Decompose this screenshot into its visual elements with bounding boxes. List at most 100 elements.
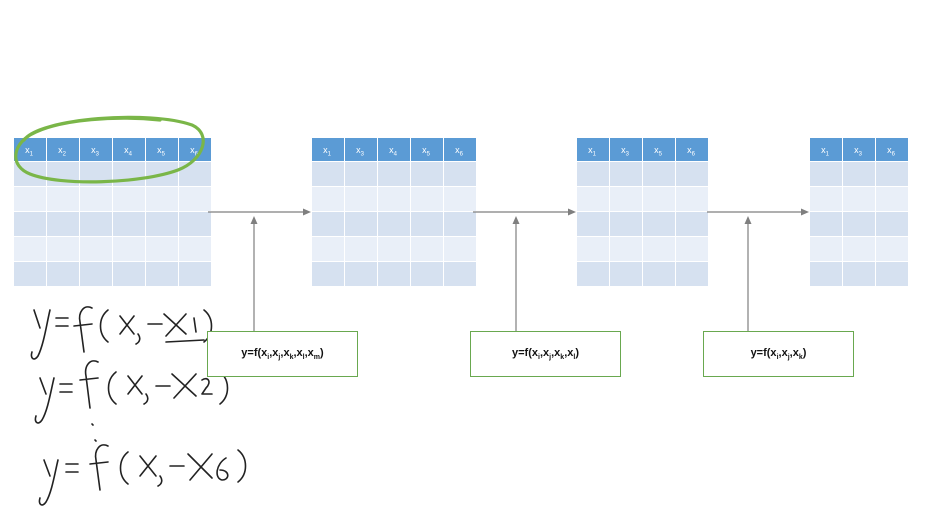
table-cell: [146, 187, 178, 211]
header-label-x5: x5: [422, 145, 431, 158]
handwritten-equations: [30, 306, 247, 506]
table-cell: [378, 187, 410, 211]
header-label-x3: x3: [356, 145, 365, 158]
table-cell: [843, 162, 875, 186]
formula-text-1: y=f(xi,xj,xk,xl,xm): [241, 346, 324, 362]
table-cell: [643, 187, 675, 211]
table-cell: [179, 237, 211, 261]
header-label-x1: x1: [323, 145, 332, 158]
table-cell: [810, 187, 842, 211]
table-cell: [345, 212, 377, 236]
header-label-x6: x6: [887, 145, 896, 158]
table-cell: [113, 187, 145, 211]
table-cell: [146, 212, 178, 236]
table-cell: [843, 212, 875, 236]
table-cell: [876, 212, 908, 236]
table-cell: [676, 187, 708, 211]
table-cell: [610, 187, 642, 211]
table-cell: [345, 187, 377, 211]
header-cell-x1: [810, 138, 842, 161]
table-cell: [610, 262, 642, 286]
header-label-x3: x3: [621, 145, 630, 158]
header-cell-x1: [577, 138, 609, 161]
table-cell: [179, 187, 211, 211]
table-cell: [610, 237, 642, 261]
header-label-x1: x1: [25, 145, 34, 158]
table-cell: [47, 262, 79, 286]
table-cell: [643, 237, 675, 261]
table-cell: [378, 237, 410, 261]
header-label-x2: x2: [58, 145, 67, 158]
header-cell-x4: [378, 138, 410, 161]
table-cell: [378, 162, 410, 186]
table-cell: [876, 162, 908, 186]
arrowhead-t2: [303, 208, 311, 216]
table-cell: [444, 187, 476, 211]
table-cell: [345, 162, 377, 186]
header-cell-x6: [444, 138, 476, 161]
continuation-dots: [91, 423, 97, 442]
table-cell: [876, 237, 908, 261]
table-cell: [411, 262, 443, 286]
header-label-x5: x5: [654, 145, 663, 158]
table-cell: [444, 162, 476, 186]
table-cell: [146, 262, 178, 286]
table-cell: [810, 162, 842, 186]
header-cell-x3: [345, 138, 377, 161]
formula-box-1: y=f(xi,xj,xk,xl,xm): [207, 331, 358, 377]
table-cell: [179, 212, 211, 236]
table-cell: [80, 237, 112, 261]
table-cell: [843, 187, 875, 211]
table-cell: [411, 162, 443, 186]
formula-text-2: y=f(xi,xj,xk,xl): [512, 346, 579, 362]
table-cell: [80, 212, 112, 236]
header-label-x1: x1: [821, 145, 830, 158]
table-cell: [113, 237, 145, 261]
table-cell: [312, 187, 344, 211]
table-cell: [810, 237, 842, 261]
arrowhead-t3: [568, 208, 576, 216]
table-cell: [676, 237, 708, 261]
table-cell: [14, 212, 46, 236]
header-cell-x3: [843, 138, 875, 161]
header-label-x6: x6: [190, 145, 199, 158]
header-cell-x5: [146, 138, 178, 161]
table-cell: [577, 162, 609, 186]
table-cell: [47, 212, 79, 236]
header-cell-x1: [312, 138, 344, 161]
arrowhead-box3: [744, 216, 752, 224]
table-cell: [843, 237, 875, 261]
table-cell: [312, 162, 344, 186]
table-cell: [345, 262, 377, 286]
header-label-x6: x6: [455, 145, 464, 158]
arrowhead-box1: [250, 216, 258, 224]
table-cell: [876, 262, 908, 286]
table-cell: [444, 212, 476, 236]
table-cell: [14, 187, 46, 211]
table-cell: [643, 262, 675, 286]
table-cell: [577, 212, 609, 236]
table-cell: [610, 162, 642, 186]
header-cell-x4: [113, 138, 145, 161]
table-cell: [876, 187, 908, 211]
table-cell: [47, 187, 79, 211]
table-cell: [676, 262, 708, 286]
header-label-x5: x5: [157, 145, 166, 158]
handwriting-line-2: [34, 360, 229, 424]
table-cell: [643, 162, 675, 186]
header-cell-x1: [14, 138, 46, 161]
header-cell-x6: [676, 138, 708, 161]
table-cell: [312, 237, 344, 261]
table-cell: [577, 237, 609, 261]
handwriting-line-3: [38, 444, 247, 506]
table-cell: [146, 237, 178, 261]
table-cell: [378, 212, 410, 236]
table-cell: [610, 212, 642, 236]
arrowhead-t4: [801, 208, 809, 216]
table-cell: [80, 187, 112, 211]
table-cell: [810, 262, 842, 286]
header-cell-x2: [47, 138, 79, 161]
